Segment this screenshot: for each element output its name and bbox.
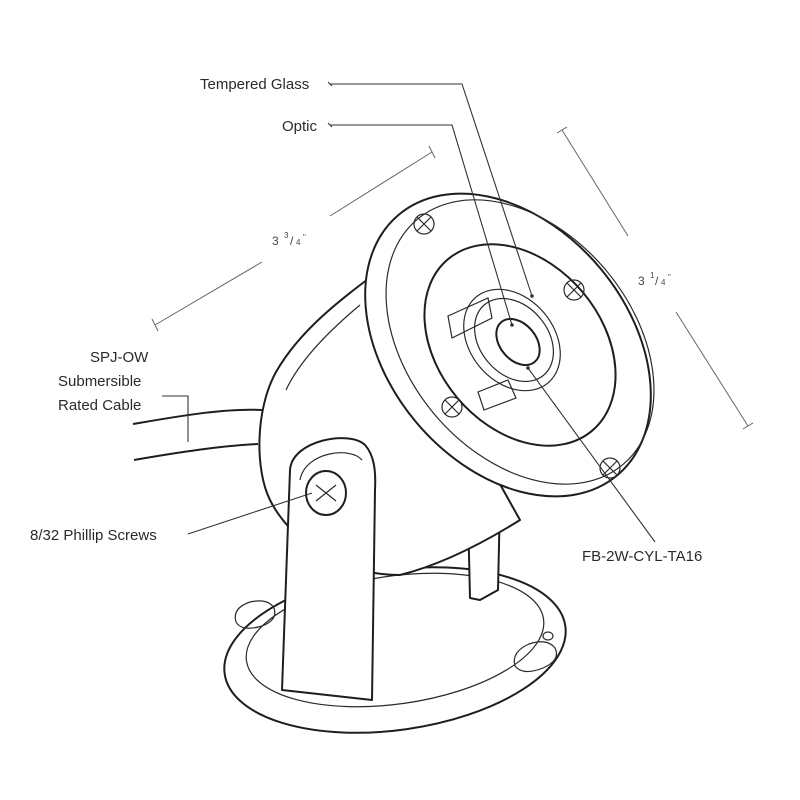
leader-model bbox=[527, 367, 656, 543]
internal-clip-bottom bbox=[477, 379, 517, 411]
mounting-base bbox=[223, 566, 567, 734]
svg-text:/: / bbox=[290, 234, 294, 248]
svg-text:/: / bbox=[655, 274, 659, 288]
bezel-screw-right bbox=[563, 279, 585, 301]
label-screws: 8/32 Phillip Screws bbox=[30, 527, 157, 544]
label-tempered-glass: Tempered Glass bbox=[200, 76, 309, 93]
label-model: FB-2W-CYL-TA16 bbox=[582, 548, 702, 565]
diameter-denominator: 4 bbox=[661, 278, 666, 287]
base-slot-right bbox=[513, 641, 558, 673]
front-bezel bbox=[364, 192, 655, 498]
pivot-screw-slot bbox=[315, 484, 337, 502]
label-optic: Optic bbox=[282, 118, 318, 135]
cylinder-highlight bbox=[285, 304, 361, 391]
optic-lens bbox=[495, 317, 541, 367]
label-cable-line1: SPJ-OW bbox=[90, 349, 149, 366]
length-whole: 3 bbox=[272, 234, 279, 248]
diameter-whole: 3 bbox=[638, 274, 645, 288]
bracket-front bbox=[281, 437, 377, 701]
leader-tempered-glass bbox=[327, 81, 533, 297]
leader-screws bbox=[187, 492, 313, 535]
cable bbox=[132, 408, 263, 461]
bezel-screw-top bbox=[413, 213, 435, 235]
leader-optic bbox=[327, 122, 513, 326]
dimension-length: 3 3 / 4 " bbox=[151, 145, 436, 332]
label-cable-line2: Submersible bbox=[58, 373, 141, 390]
optic-ring bbox=[473, 297, 555, 383]
label-cable-line3: Rated Cable bbox=[58, 397, 141, 414]
diameter-numerator: 1 bbox=[650, 271, 655, 280]
base-slot-left bbox=[234, 600, 276, 629]
length-denominator: 4 bbox=[296, 238, 301, 247]
bezel-screw-left bbox=[441, 396, 463, 418]
bezel-screw-bottom bbox=[599, 457, 621, 479]
diameter-unit: " bbox=[668, 273, 671, 282]
internal-clip-left bbox=[447, 297, 493, 339]
base-hole bbox=[542, 631, 554, 641]
dimension-diameter: 3 1 / 4 " bbox=[556, 126, 754, 430]
optic-outer bbox=[463, 288, 561, 392]
length-numerator: 3 bbox=[284, 231, 289, 240]
length-unit: " bbox=[303, 233, 306, 242]
leader-cable bbox=[162, 395, 189, 442]
